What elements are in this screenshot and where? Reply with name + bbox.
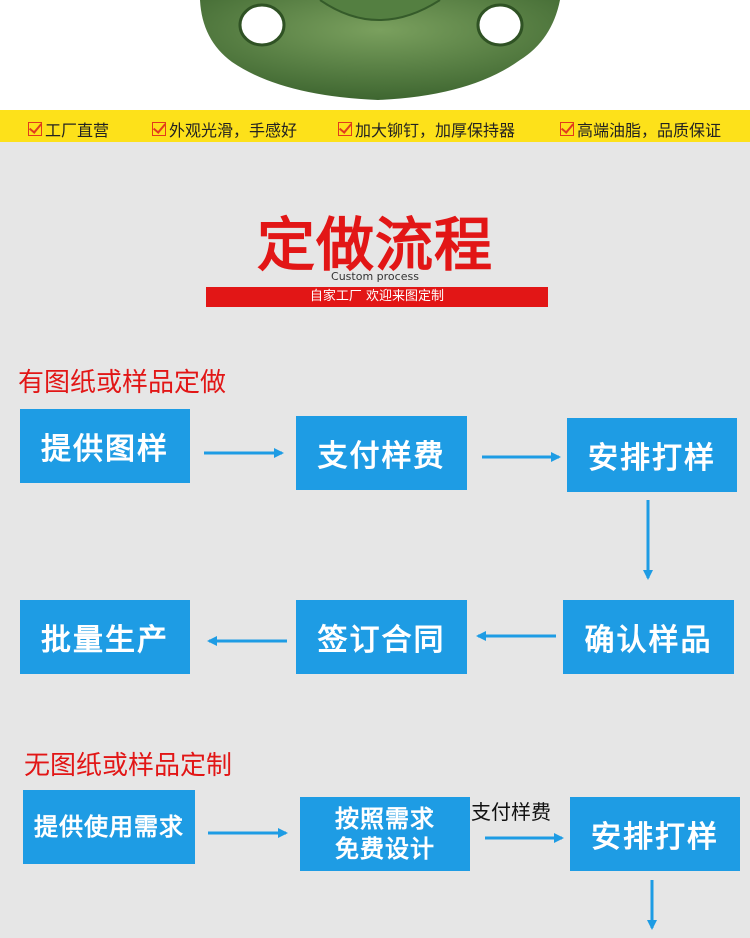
- section-tagline: 自家工厂 欢迎来图定制: [206, 287, 548, 307]
- feature-label: 高端油脂，品质保证: [577, 121, 722, 140]
- flow-step-provide-drawing: 提供图样: [20, 409, 190, 483]
- flow-step-mass-production: 批量生产: [20, 600, 190, 674]
- feature-label: 工厂直营: [45, 121, 110, 140]
- feature-label: 外观光滑，手感好: [169, 121, 298, 140]
- checkbox-icon: [338, 122, 352, 136]
- feature-item: 外观光滑，手感好: [152, 117, 297, 141]
- bearing-housing-illustration: [200, 0, 560, 100]
- flow-step-arrange-sample-2: 安排打样: [570, 797, 740, 871]
- feature-banner: 工厂直营 外观光滑，手感好 加大铆钉，加厚保持器 高端油脂，品质保证: [0, 110, 750, 142]
- section-subtitle: Custom process: [331, 270, 419, 283]
- flow-step-sign-contract: 签订合同: [296, 600, 467, 674]
- flow-step-pay-sample-fee: 支付样费: [296, 416, 467, 490]
- feature-item: 工厂直营: [28, 117, 109, 141]
- checkbox-icon: [152, 122, 166, 136]
- flow-step-free-design: 按照需求 免费设计: [300, 797, 470, 871]
- flow-step-arrange-sample: 安排打样: [567, 418, 737, 492]
- section-title: 定做流程: [256, 211, 493, 279]
- flow-step-provide-requirements: 提供使用需求: [23, 790, 195, 864]
- feature-label: 加大铆钉，加厚保持器: [355, 121, 516, 140]
- flow-step-confirm-sample: 确认样品: [563, 600, 734, 674]
- feature-item: 加大铆钉，加厚保持器: [338, 117, 515, 141]
- product-image: [0, 0, 750, 110]
- flow2-title: 无图纸或样品定制: [24, 751, 233, 781]
- checkbox-icon: [560, 122, 574, 136]
- arrow-label-pay-fee: 支付样费: [471, 800, 551, 824]
- flow1-title: 有图纸或样品定做: [18, 368, 227, 398]
- feature-item: 高端油脂，品质保证: [560, 117, 721, 141]
- checkbox-icon: [28, 122, 42, 136]
